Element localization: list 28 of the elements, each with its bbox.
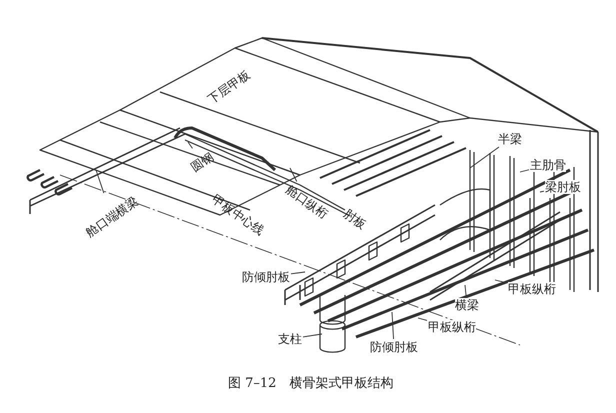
part-label: 支柱	[278, 332, 302, 346]
figure-caption: 图 7–12 横骨架式甲板结构	[228, 377, 394, 391]
leader-line	[464, 284, 467, 298]
leader-line	[392, 312, 394, 340]
part-label: 主肋骨	[530, 158, 566, 172]
leader-line	[418, 318, 428, 321]
part-label: 舱口端横梁	[83, 194, 141, 240]
part-label: 甲板纵桁	[428, 320, 476, 334]
part-label: 圆钢	[188, 149, 216, 175]
part-label: 防倾肘板	[242, 270, 290, 284]
leader-line	[302, 334, 322, 338]
leader-line	[188, 142, 193, 149]
part-label: 甲板纵桁	[508, 282, 556, 296]
part-label: 防倾肘板	[370, 340, 418, 354]
part-label: 半梁	[498, 132, 522, 146]
part-label: 下层甲板	[205, 68, 253, 106]
leader-line	[540, 190, 544, 192]
part-label: 甲板中心线	[209, 192, 267, 238]
part-label: 横梁	[455, 298, 479, 312]
part-label: 肘板	[341, 206, 369, 232]
leader-line	[494, 280, 508, 284]
leader-line	[96, 170, 104, 194]
leader-line	[290, 272, 306, 274]
part-label: 梁肘板	[545, 180, 581, 194]
part-label: 舱口纵桁	[283, 182, 331, 222]
leader-line	[290, 168, 298, 182]
leader-line	[470, 146, 500, 168]
leader-line	[520, 169, 530, 172]
